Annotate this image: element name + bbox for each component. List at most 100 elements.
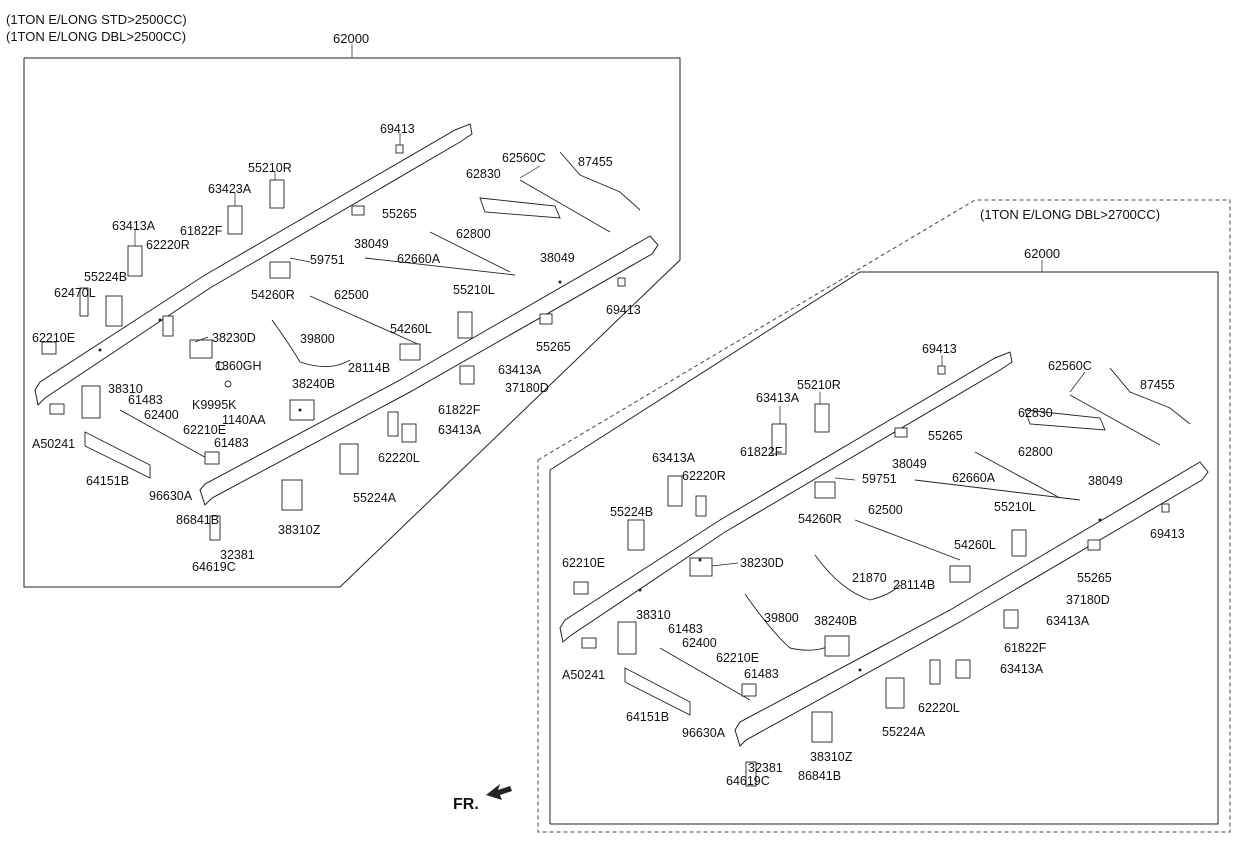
right-part-62210e-b[interactable]: [741, 683, 757, 697]
left-part-label-1140aa[interactable]: 1140AA: [222, 413, 266, 427]
right-part-62220l[interactable]: [929, 659, 941, 685]
left-part-label-96630a[interactable]: 96630A: [149, 489, 193, 503]
right-part-label-55224a[interactable]: 55224A: [882, 725, 926, 739]
right-bracket-38310[interactable]: [617, 621, 637, 655]
left-part-62210e-a[interactable]: [41, 341, 57, 355]
left-part-label-38230d[interactable]: 38230D: [212, 331, 256, 345]
left-part-label-38240b[interactable]: 38240B: [292, 377, 335, 391]
right-frame-side-rail-upper[interactable]: [559, 351, 1013, 643]
right-part-label-21870[interactable]: 21870: [852, 571, 887, 585]
right-part-69413-a[interactable]: [937, 365, 946, 375]
left-part-label-38310z[interactable]: 38310Z: [278, 523, 321, 537]
left-part-label-k9995k[interactable]: K9995K: [192, 398, 237, 412]
left-part-label-62220l[interactable]: 62220L: [378, 451, 420, 465]
left-part-1360gh[interactable]: [215, 361, 225, 371]
right-bracket-55210r[interactable]: [814, 403, 830, 433]
right-part-label-63413a[interactable]: 63413A: [1046, 614, 1090, 628]
left-part-label-64151b[interactable]: 64151B: [86, 474, 129, 488]
right-bracket-38310z[interactable]: [811, 711, 833, 743]
left-part-55265-b[interactable]: [539, 313, 553, 325]
right-bracket-63413a-a[interactable]: [771, 423, 787, 455]
right-crossmember-62400[interactable]: [659, 647, 751, 701]
left-bracket-38310z[interactable]: [281, 479, 303, 511]
left-part-label-55224a[interactable]: 55224A: [353, 491, 397, 505]
left-part-label-59751[interactable]: 59751: [310, 253, 345, 267]
right-part-label-62220r[interactable]: 62220R: [682, 469, 726, 483]
left-part-k9995k[interactable]: [224, 380, 232, 388]
left-bracket-55224b[interactable]: [105, 295, 123, 327]
right-bracket-55224b[interactable]: [627, 519, 645, 551]
right-part-87455[interactable]: [1109, 367, 1191, 425]
left-part-label-37180d[interactable]: 37180D: [505, 381, 549, 395]
left-part-label-38049[interactable]: 38049: [354, 237, 389, 251]
left-crossmember-62660a[interactable]: [364, 257, 516, 276]
left-part-62470l[interactable]: [79, 287, 89, 317]
right-part-label-62220l[interactable]: 62220L: [918, 701, 960, 715]
right-part-63413a-c[interactable]: [1003, 609, 1019, 629]
right-part-label-55210r[interactable]: 55210R: [797, 378, 841, 392]
right-crossmember-62500[interactable]: [854, 519, 961, 561]
left-bracket-55224a[interactable]: [339, 443, 359, 475]
left-part-label-62400[interactable]: 62400: [144, 408, 179, 422]
left-part-label-32381[interactable]: 32381: [220, 548, 255, 562]
left-part-39800[interactable]: [271, 319, 351, 367]
left-part-62210e-b[interactable]: [204, 451, 220, 465]
left-frame-side-rail-upper[interactable]: [34, 123, 473, 407]
right-part-62210e-a[interactable]: [573, 581, 589, 595]
right-part-label-38310[interactable]: 38310: [636, 608, 671, 622]
left-part-label-63413a[interactable]: 63413A: [438, 423, 482, 437]
left-part-label-54260l[interactable]: 54260L: [390, 322, 432, 336]
left-part-63413a-c[interactable]: [401, 423, 417, 443]
right-crossmember-62800[interactable]: [974, 451, 1061, 499]
right-bracket-55210l[interactable]: [1011, 529, 1027, 557]
right-part-label-55224b[interactable]: 55224B: [610, 505, 653, 519]
right-assembly-number[interactable]: 62000: [1024, 246, 1061, 261]
left-bracket-38310[interactable]: [81, 385, 101, 419]
left-part-label-55224b[interactable]: 55224B: [84, 270, 127, 284]
right-part-label-54260r[interactable]: 54260R: [798, 512, 842, 526]
left-part-label-64619c[interactable]: 64619C: [192, 560, 236, 574]
right-part-label-63413a[interactable]: 63413A: [756, 391, 800, 405]
right-part-label-69413[interactable]: 69413: [922, 342, 957, 356]
left-part-label-63413a[interactable]: 63413A: [498, 363, 542, 377]
left-part-label-55265[interactable]: 55265: [382, 207, 417, 221]
right-part-label-64151b[interactable]: 64151B: [626, 710, 669, 724]
right-part-label-61483[interactable]: 61483: [668, 622, 703, 636]
left-crossmember-62500[interactable]: [309, 295, 421, 346]
left-part-87455[interactable]: [559, 151, 641, 211]
right-part-label-62400[interactable]: 62400: [682, 636, 717, 650]
right-part-label-63413a[interactable]: 63413A: [1000, 662, 1044, 676]
left-assembly-number[interactable]: 62000: [333, 31, 370, 46]
left-part-label-87455[interactable]: 87455: [578, 155, 613, 169]
right-part-label-38230d[interactable]: 38230D: [740, 556, 784, 570]
right-part-label-61822f[interactable]: 61822F: [740, 445, 783, 459]
right-part-21870[interactable]: [814, 554, 901, 601]
left-part-62220r[interactable]: [162, 315, 174, 337]
left-part-55265-a[interactable]: [351, 205, 365, 216]
left-part-label-62500[interactable]: 62500: [334, 288, 369, 302]
left-part-label-54260r[interactable]: 54260R: [251, 288, 295, 302]
right-part-label-62660a[interactable]: 62660A: [952, 471, 996, 485]
right-bracket-38240b[interactable]: [824, 635, 850, 657]
left-part-label-61483[interactable]: 61483: [128, 393, 163, 407]
right-part-label-61483[interactable]: 61483: [744, 667, 779, 681]
left-bracket-54260l[interactable]: [399, 343, 421, 361]
right-part-label-63413a[interactable]: 63413A: [652, 451, 696, 465]
right-part-label-87455[interactable]: 87455: [1140, 378, 1175, 392]
left-part-label-63423a[interactable]: 63423A: [208, 182, 252, 196]
right-part-label-61822f[interactable]: 61822F: [1004, 641, 1047, 655]
right-part-label-62560c[interactable]: 62560C: [1048, 359, 1092, 373]
right-part-label-55265[interactable]: 55265: [928, 429, 963, 443]
right-part-69413-b[interactable]: [1161, 503, 1170, 513]
right-part-label-54260l[interactable]: 54260L: [954, 538, 996, 552]
left-part-label-86841b[interactable]: 86841B: [176, 513, 219, 527]
left-crossmember-62400[interactable]: [119, 409, 211, 461]
right-part-label-62830[interactable]: 62830: [1018, 406, 1053, 420]
right-bracket-54260r[interactable]: [814, 481, 836, 499]
right-part-label-64619c[interactable]: 64619C: [726, 774, 770, 788]
right-part-label-62500[interactable]: 62500: [868, 503, 903, 517]
left-part-label-63413a[interactable]: 63413A: [112, 219, 156, 233]
right-part-55265-a[interactable]: [894, 427, 908, 438]
right-part-label-55210l[interactable]: 55210L: [994, 500, 1036, 514]
right-part-64619c[interactable]: [745, 761, 757, 787]
